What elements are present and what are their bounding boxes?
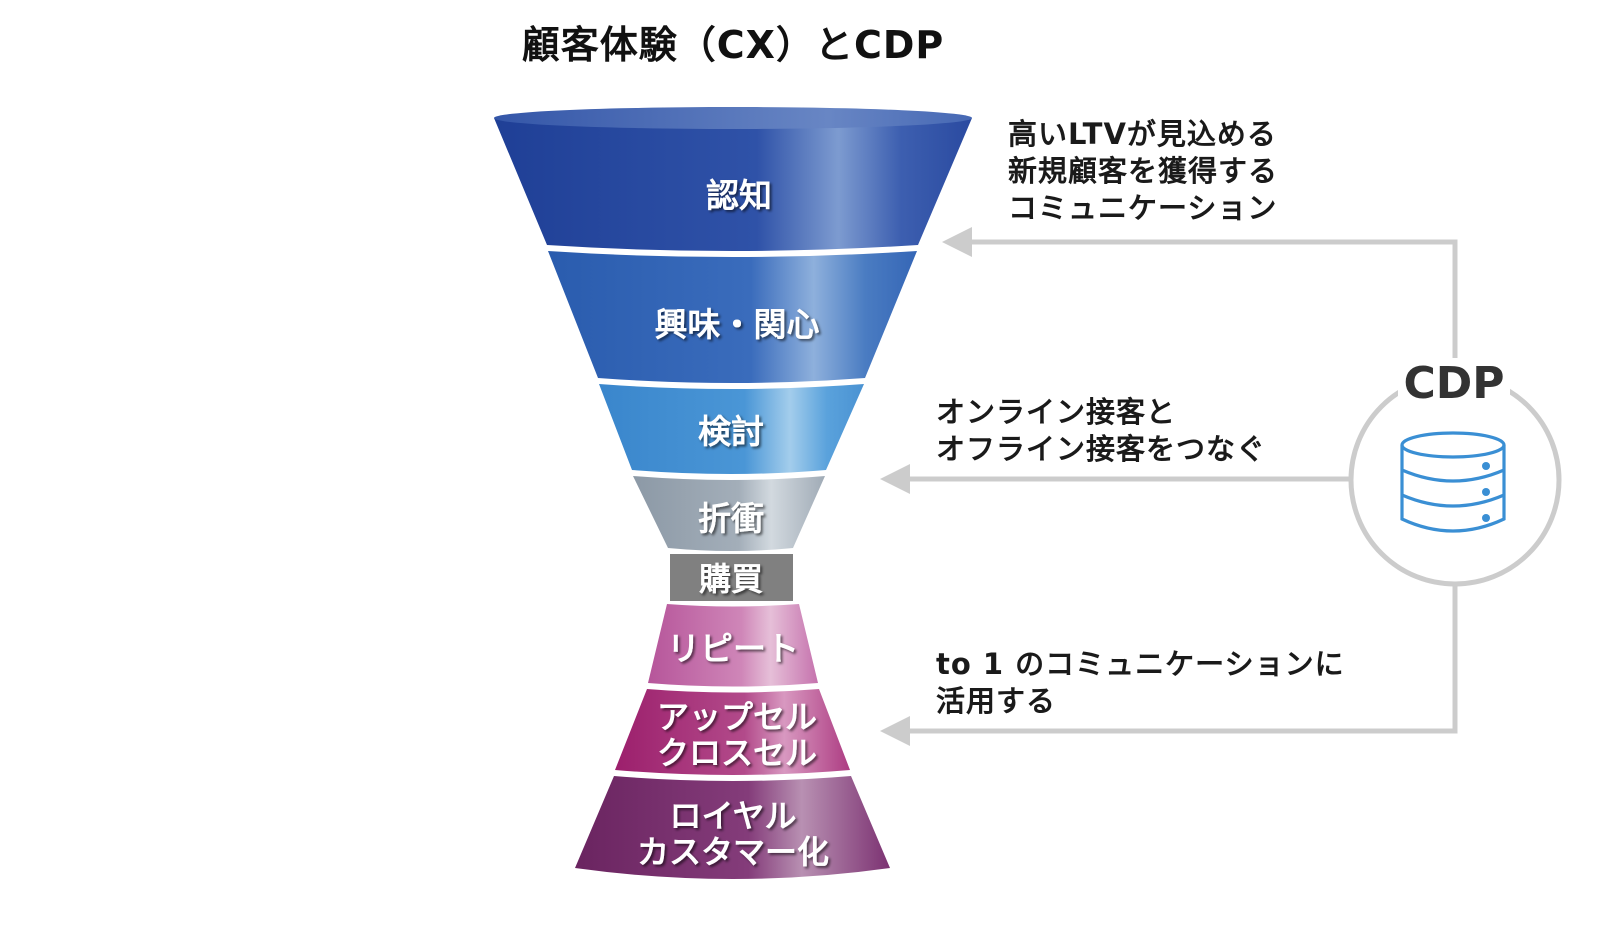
funnel-stage-consideration: 検討	[599, 384, 864, 474]
annotation-line: コミュニケーション	[1008, 191, 1278, 225]
funnel-stage-interest: 興味・関心	[548, 251, 917, 383]
cdp-node	[1348, 373, 1562, 587]
stage-label: 購買	[699, 560, 763, 598]
stage-label-line2: カスタマー化	[637, 833, 829, 871]
annotation-line: オフライン接客をつなぐ	[936, 432, 1267, 466]
stage-label: ロイヤル	[669, 797, 796, 835]
arrow-left-icon	[942, 227, 972, 257]
annotation-line: to 1 のコミュニケーションに	[936, 647, 1345, 681]
annotation-line: 新規顧客を獲得する	[1008, 154, 1279, 188]
funnel-stage-awareness: 認知	[494, 107, 972, 251]
arrow-left-icon	[880, 716, 910, 746]
annotation-one-to-one: to 1 のコミュニケーションに 活用する	[936, 646, 1345, 720]
diagram-title: 顧客体験（CX）とCDP	[521, 23, 945, 67]
stage-label: 折衝	[698, 499, 764, 538]
annotation-acquisition: 高いLTVが見込める 新規顧客を獲得する コミュニケーション	[1008, 116, 1278, 227]
arrow-left-icon	[880, 464, 910, 494]
stage-label: アップセル	[657, 698, 817, 736]
annotation-line: 高いLTVが見込める	[1008, 117, 1277, 151]
database-icon	[1400, 431, 1506, 533]
funnel-stage-upsell-crosssell: アップセル クロスセル	[615, 689, 850, 775]
annotation-line: 活用する	[936, 684, 1057, 718]
arrowheads	[880, 227, 972, 746]
stage-label: 認知	[706, 176, 772, 215]
funnel-stage-loyal-customer: ロイヤル カスタマー化	[575, 776, 890, 879]
stage-label: 検討	[698, 412, 764, 451]
funnel-stage-negotiation: 折衝	[633, 476, 825, 551]
annotation-line: オンライン接客と	[936, 395, 1177, 429]
connector-lines	[905, 239, 1458, 734]
cdp-label: CDP	[1398, 358, 1510, 409]
stage-label: リピート	[667, 629, 799, 668]
funnel-stage-repeat: リピート	[648, 604, 818, 687]
funnel-stage-purchase: 購買	[670, 554, 793, 601]
stage-label-line2: クロスセル	[657, 734, 817, 772]
stage-label: 興味・関心	[655, 305, 820, 344]
annotation-omnichannel: オンライン接客と オフライン接客をつなぐ	[936, 394, 1266, 468]
